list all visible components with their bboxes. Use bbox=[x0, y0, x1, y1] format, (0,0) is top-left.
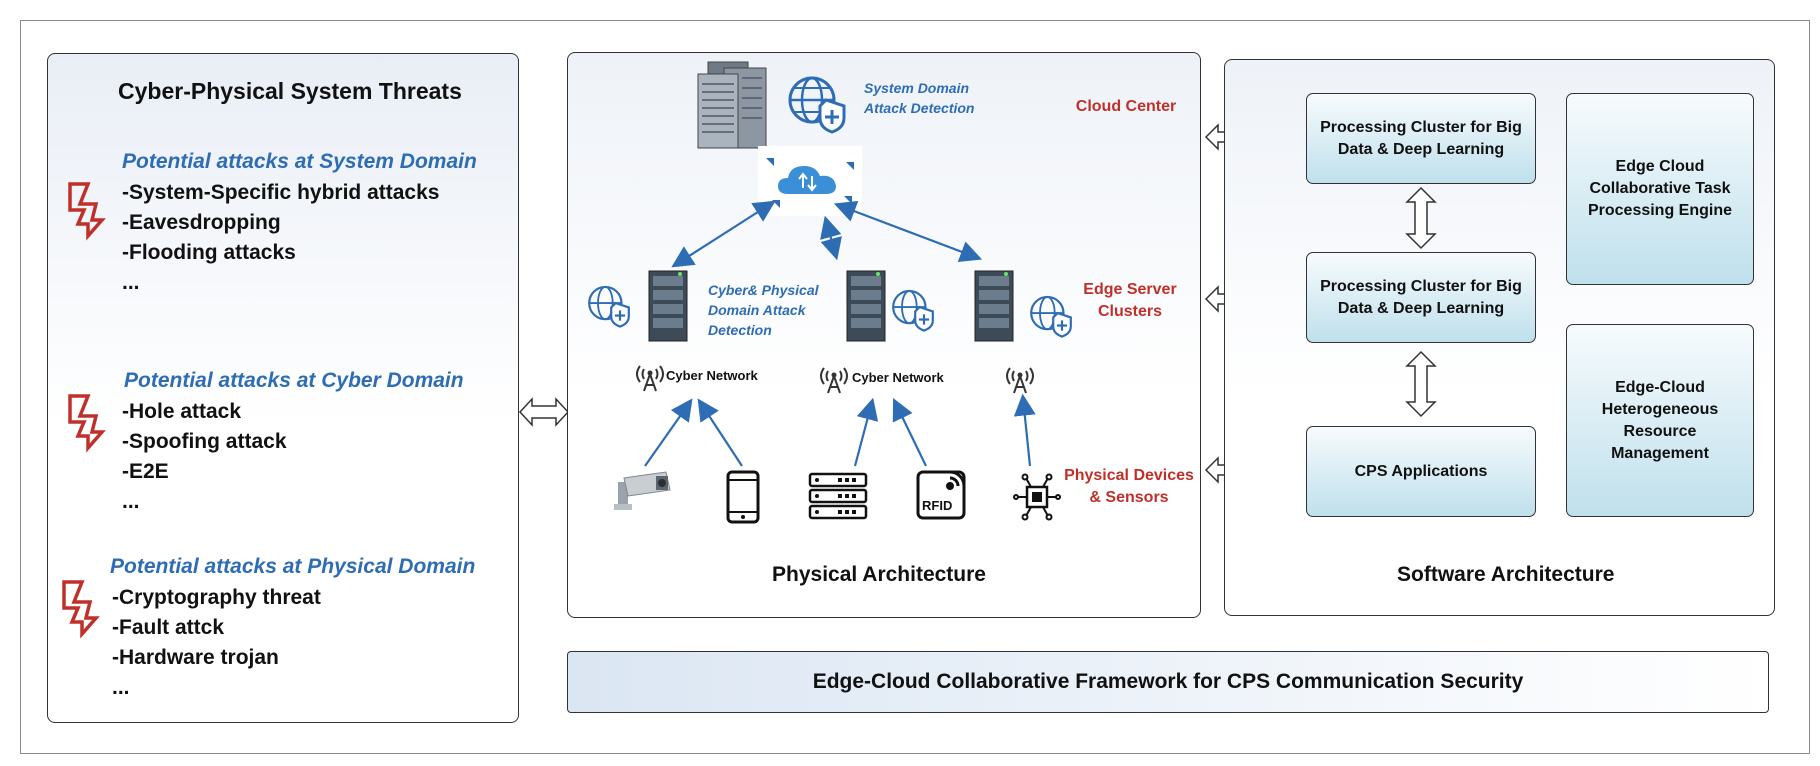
svg-text:RFID: RFID bbox=[922, 498, 952, 513]
chip-sensor-icon bbox=[1013, 473, 1061, 521]
globe-shield-icon bbox=[788, 76, 846, 134]
cyber-network-label: Cyber Network bbox=[852, 370, 944, 385]
threat-item: -Cryptography threat bbox=[112, 586, 321, 609]
figure-frame bbox=[20, 20, 1810, 754]
cps-applications-box: CPS Applications bbox=[1306, 426, 1536, 517]
edge-clusters-label: Edge Server Clusters bbox=[1083, 281, 1177, 320]
system-domain-heading: Potential attacks at System Domain bbox=[122, 150, 477, 173]
lightning-icon bbox=[68, 394, 106, 453]
threat-item: -Flooding attacks bbox=[122, 241, 296, 264]
globe-shield-icon bbox=[588, 285, 630, 328]
security-camera-icon bbox=[614, 471, 671, 510]
physical-architecture-title: Physical Architecture bbox=[772, 563, 986, 586]
vertical-double-arrow-icon bbox=[1405, 186, 1437, 250]
framework-banner: Edge-Cloud Collaborative Framework for C… bbox=[567, 651, 1769, 713]
task-engine-box: Edge Cloud Collaborative Task Processing… bbox=[1566, 93, 1754, 285]
network-switch-icon bbox=[808, 472, 868, 520]
resource-management-box: Edge-Cloud Heterogeneous Resource Manage… bbox=[1566, 324, 1754, 517]
physical-devices-label: Physical Devices & Sensors bbox=[1064, 467, 1194, 506]
threat-item: ... bbox=[122, 490, 140, 513]
processing-cluster-box: Processing Cluster for Big Data & Deep L… bbox=[1306, 252, 1536, 343]
threat-item: -E2E bbox=[122, 460, 169, 483]
physical-domain-heading: Potential attacks at Physical Domain bbox=[110, 555, 476, 578]
smartphone-icon bbox=[726, 470, 760, 524]
antenna-icon bbox=[1006, 367, 1034, 394]
cyber-network-label: Cyber Network bbox=[666, 368, 758, 383]
threat-item: ... bbox=[112, 676, 130, 699]
vertical-double-arrow-icon bbox=[1405, 350, 1437, 418]
cyber-physical-detection-label: Cyber& Physical Domain Attack Detection bbox=[708, 282, 819, 338]
threat-item: -System-Specific hybrid attacks bbox=[122, 181, 440, 204]
system-detection-label: System Domain Attack Detection bbox=[864, 80, 975, 116]
rfid-tag-icon: RFID bbox=[916, 470, 966, 520]
lightning-icon bbox=[62, 580, 100, 639]
threat-item: -Hole attack bbox=[122, 400, 242, 423]
threats-panel bbox=[47, 53, 519, 723]
threat-item: -Hardware trojan bbox=[112, 646, 279, 669]
server-rack-icon bbox=[648, 270, 688, 342]
cloud-center-label: Cloud Center bbox=[1075, 98, 1177, 115]
globe-shield-icon bbox=[892, 289, 934, 332]
lightning-icon bbox=[68, 182, 106, 241]
threat-item: -Spoofing attack bbox=[122, 430, 287, 453]
data-center-icon bbox=[697, 61, 767, 149]
software-architecture-title: Software Architecture bbox=[1397, 563, 1615, 586]
server-rack-icon bbox=[974, 270, 1014, 342]
cyber-domain-heading: Potential attacks at Cyber Domain bbox=[124, 369, 464, 392]
globe-shield-icon bbox=[1030, 295, 1072, 338]
antenna-icon bbox=[820, 367, 848, 394]
threat-item: ... bbox=[122, 271, 140, 294]
threat-item: -Eavesdropping bbox=[122, 211, 281, 234]
processing-cluster-box: Processing Cluster for Big Data & Deep L… bbox=[1306, 93, 1536, 184]
antenna-icon bbox=[636, 365, 664, 392]
server-rack-icon bbox=[846, 270, 886, 342]
threat-item: -Fault attck bbox=[112, 616, 225, 639]
threats-title: Cyber-Physical System Threats bbox=[118, 78, 462, 104]
